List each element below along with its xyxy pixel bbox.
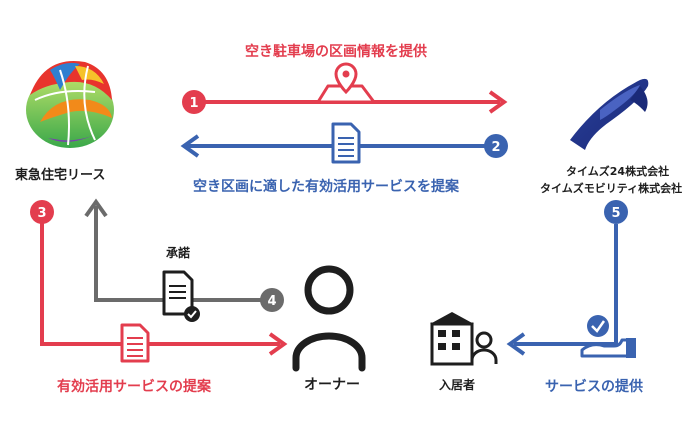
step2-number: 2 xyxy=(491,140,500,155)
step3-number: 3 xyxy=(37,206,46,221)
step4-label: 承諾 xyxy=(166,246,191,260)
hand-check-icon xyxy=(580,315,636,358)
right-company-name-line2: タイムズモビリティ株式会社 xyxy=(540,182,683,195)
owner-label: オーナー xyxy=(304,377,360,393)
step5-number: 5 xyxy=(611,206,620,221)
person-icon xyxy=(292,265,366,372)
step2-label: 空き区画に適した有効活用サービスを提案 xyxy=(193,179,459,195)
arrow-step3 xyxy=(40,220,288,356)
right-company-name-line1: タイムズ24株式会社 xyxy=(566,165,670,178)
arrow-step4 xyxy=(84,198,262,302)
step3-label: 有効活用サービスの提案 xyxy=(57,379,211,395)
location-pin-icon xyxy=(316,62,376,104)
step1-badge: 1 xyxy=(182,90,206,114)
step4-badge: 4 xyxy=(260,288,284,312)
arrow-step5 xyxy=(506,224,618,356)
step2-badge: 2 xyxy=(484,134,508,158)
building-person-icon xyxy=(430,312,498,366)
document-check-icon xyxy=(162,270,200,322)
step1-label: 空き駐車場の区画情報を提供 xyxy=(245,44,427,60)
step5-badge: 5 xyxy=(604,200,628,224)
step3-badge: 3 xyxy=(30,200,54,224)
times-ribbon-logo-icon xyxy=(570,78,649,150)
document-icon xyxy=(120,323,150,363)
left-company-name: 東急住宅リース xyxy=(15,168,106,183)
step4-number: 4 xyxy=(267,294,276,309)
resident-label: 入居者 xyxy=(439,378,476,392)
step1-number: 1 xyxy=(189,96,198,111)
document-icon xyxy=(331,122,361,164)
step5-label: サービスの提供 xyxy=(545,379,643,395)
tokyu-logo-icon xyxy=(26,60,114,148)
